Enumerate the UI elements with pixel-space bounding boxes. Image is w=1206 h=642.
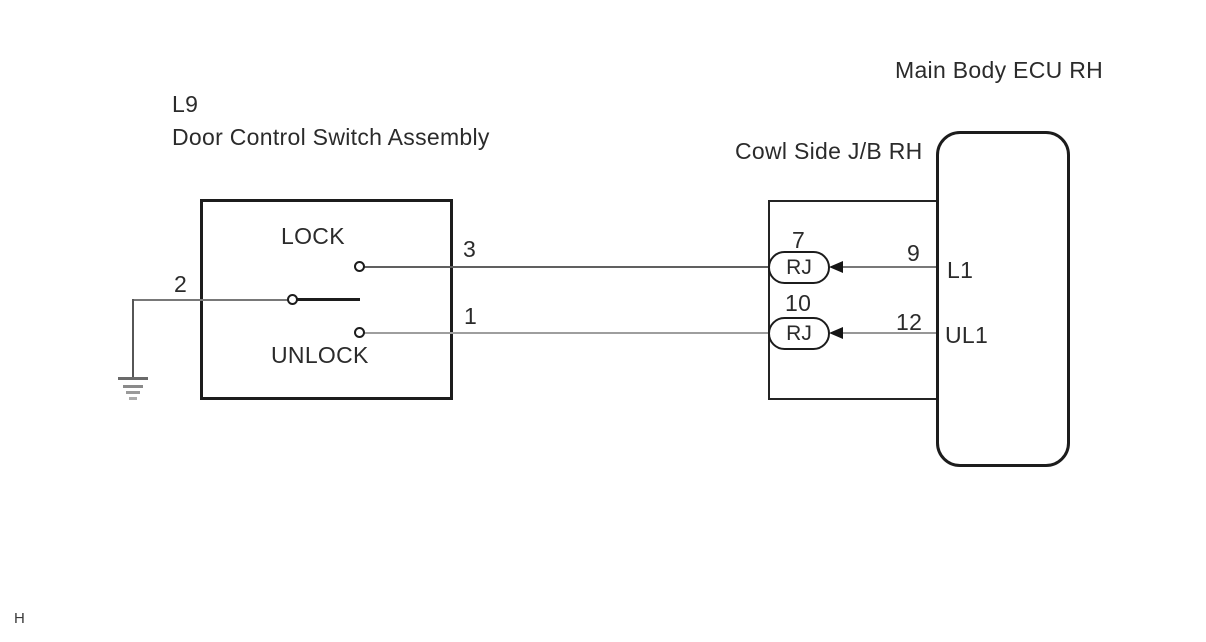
switch-lock-contact-icon [354,261,365,272]
unlock-position-label: UNLOCK [271,342,369,368]
wire-jb-to-ecu-unlock [843,332,937,334]
terminal-ul1-label: UL1 [945,322,989,348]
terminal-l1-label: L1 [947,257,974,283]
page-marker: H [14,610,26,627]
pin-9-label: 9 [907,240,921,266]
switch-name-label: Door Control Switch Assembly [172,124,490,150]
wire-unlock-to-jb [364,332,769,334]
pin-2-label: 2 [174,271,188,297]
wire-arrowhead-unlock-icon [829,327,843,339]
switch-common-contact-icon [287,294,298,305]
ground-wire-horizontal [133,299,289,301]
pin-10-label: 10 [785,290,812,316]
rj-connector-lock-label: RJ [786,255,812,279]
rj-connector-unlock: RJ [768,317,830,350]
rj-connector-lock: RJ [768,251,830,284]
pin-1-label: 1 [464,303,478,329]
jb-name-label: Cowl Side J/B RH [735,138,923,164]
wire-jb-to-ecu-lock [843,266,937,268]
wire-lock-to-jb [364,266,769,268]
ground-wire-vertical [132,299,134,379]
wire-arrowhead-lock-icon [829,261,843,273]
rj-connector-unlock-label: RJ [786,321,812,345]
pin-7-label: 7 [792,227,806,253]
switch-code-label: L9 [172,91,199,117]
ecu-box [936,131,1070,467]
ecu-name-label: Main Body ECU RH [895,57,1104,83]
switch-unlock-contact-icon [354,327,365,338]
lock-position-label: LOCK [281,223,345,249]
switch-lever [297,298,360,301]
pin-3-label: 3 [463,236,477,262]
pin-12-label: 12 [896,309,923,335]
